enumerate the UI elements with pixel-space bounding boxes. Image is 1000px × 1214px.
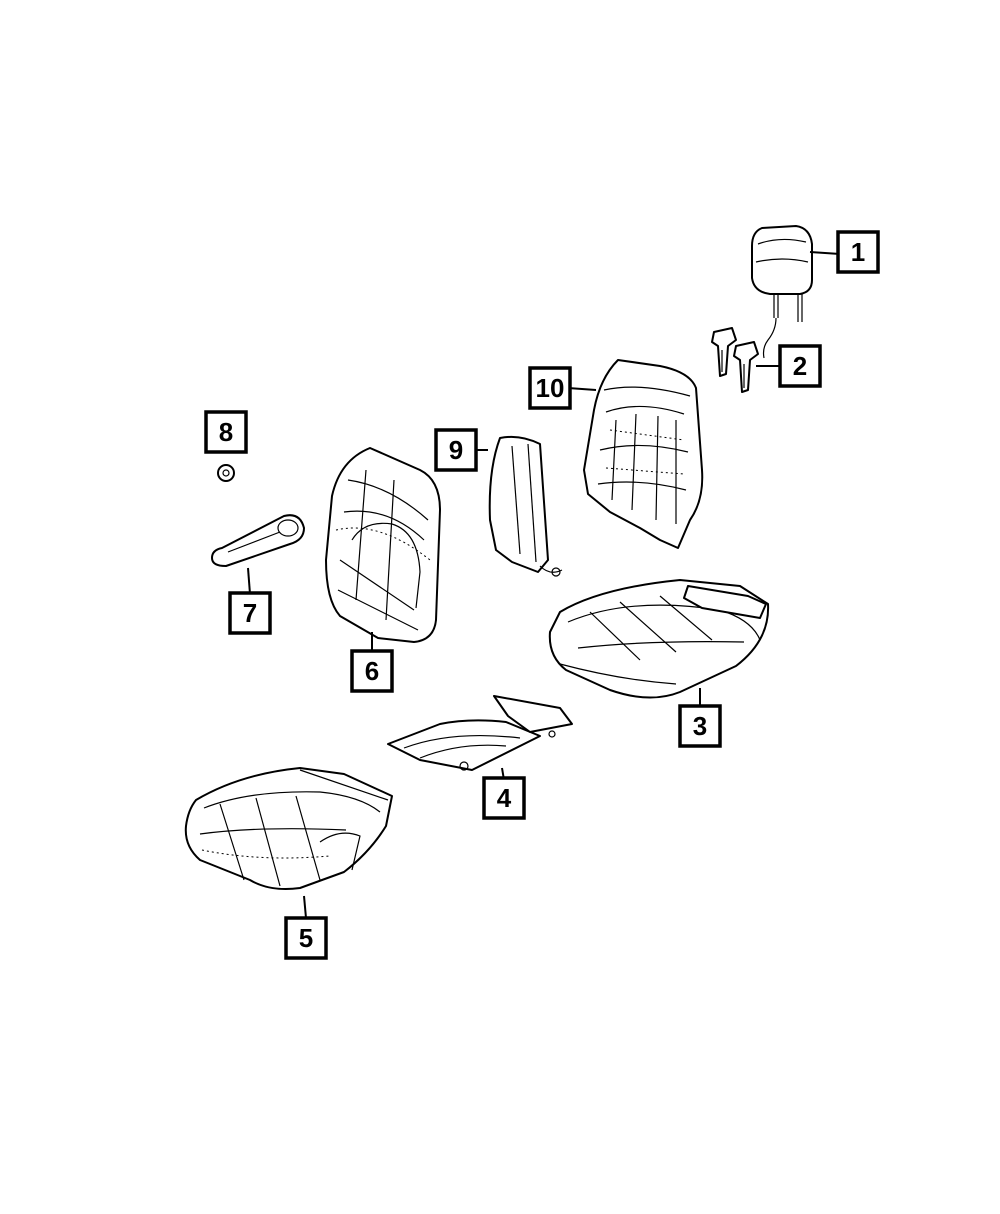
callout-5: 5 bbox=[284, 916, 328, 960]
callout-1: 1 bbox=[836, 230, 880, 274]
seat-back-cover-illustration bbox=[325, 447, 441, 643]
leader-7 bbox=[247, 567, 251, 595]
callout-label-3: 3 bbox=[693, 711, 707, 741]
callout-2: 2 bbox=[778, 344, 822, 388]
callout-label-10: 10 bbox=[536, 373, 565, 403]
callout-7: 7 bbox=[228, 591, 272, 635]
seat-cushion-frame-illustration bbox=[548, 579, 770, 699]
callout-8: 8 bbox=[204, 410, 248, 454]
callout-label-8: 8 bbox=[219, 417, 233, 447]
callout-3: 3 bbox=[678, 704, 722, 748]
armrest-cap-illustration bbox=[217, 464, 235, 482]
callout-label-1: 1 bbox=[851, 237, 865, 267]
seat-cushion-cover-illustration bbox=[184, 767, 393, 890]
leader-10 bbox=[567, 387, 597, 391]
seat-back-heater-illustration bbox=[488, 435, 563, 577]
callout-label-4: 4 bbox=[497, 783, 512, 813]
callout-label-7: 7 bbox=[243, 598, 257, 628]
armrest-illustration bbox=[211, 514, 305, 567]
callout-6: 6 bbox=[350, 649, 394, 693]
callout-4: 4 bbox=[482, 776, 526, 820]
callout-10: 10 bbox=[528, 366, 572, 410]
seat-heater-element-illustration bbox=[387, 695, 573, 771]
guide-sleeves-illustration bbox=[711, 327, 759, 393]
leader-1 bbox=[809, 251, 841, 255]
callout-9: 9 bbox=[434, 428, 478, 472]
callout-label-6: 6 bbox=[365, 656, 379, 686]
callout-label-9: 9 bbox=[449, 435, 463, 465]
seat-back-frame-illustration bbox=[583, 359, 704, 549]
callout-label-2: 2 bbox=[793, 351, 807, 381]
callout-label-5: 5 bbox=[299, 923, 313, 953]
leader-5 bbox=[303, 895, 307, 919]
headrest-illustration bbox=[751, 225, 813, 359]
